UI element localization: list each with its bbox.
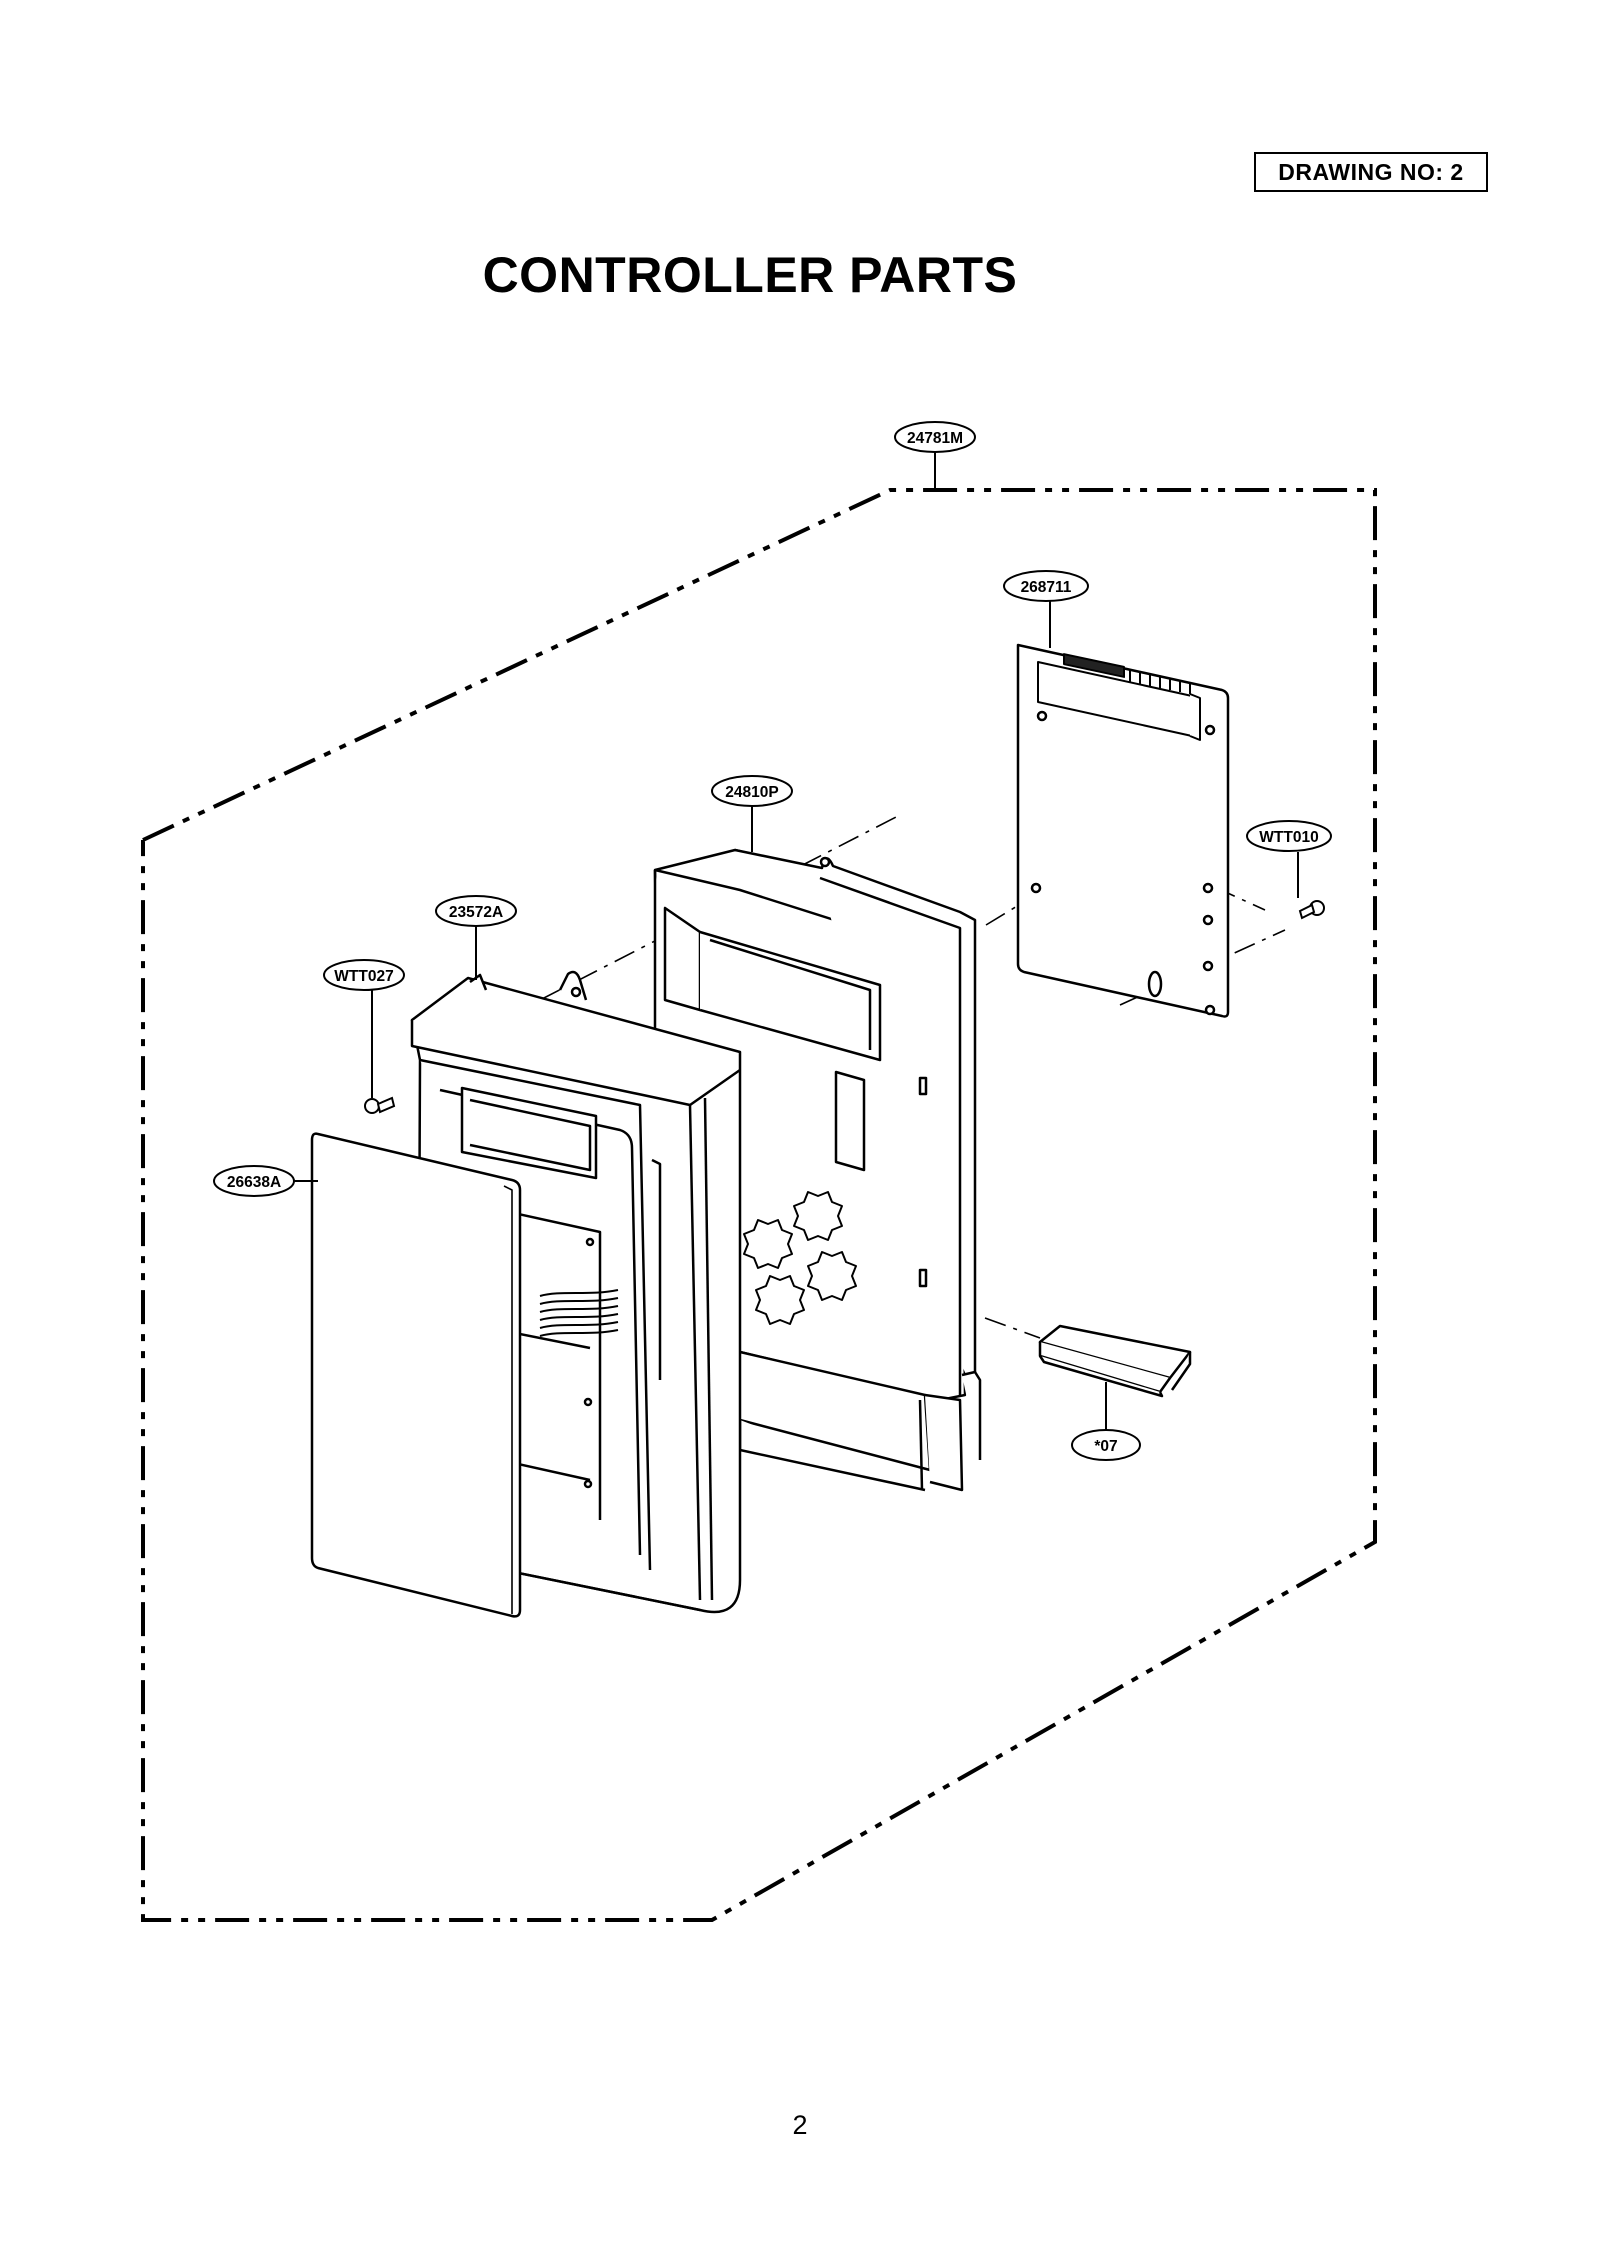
callout-panel-screw: WTT027 [323, 959, 405, 1098]
panel-screw-icon [364, 1096, 396, 1114]
page-number: 2 [792, 2110, 808, 2140]
callout-battery: *07 [1071, 1382, 1141, 1461]
membrane-sheet [310, 1132, 522, 1618]
callout-pcb: 268711 [1003, 570, 1089, 648]
callout-label-frame: 24810P [725, 784, 778, 801]
callout-label-pcb-screw: WTT010 [1259, 829, 1318, 846]
pcb-screw-icon [1298, 900, 1325, 920]
callout-label-panel-screw: WTT027 [334, 968, 393, 985]
callout-label-battery: *07 [1094, 1438, 1117, 1455]
callout-frame: 24810P [711, 775, 793, 852]
page-title: CONTROLLER PARTS [482, 247, 1018, 303]
callout-label-pcb: 268711 [1021, 579, 1072, 596]
callout-pcb-screw: WTT010 [1246, 820, 1332, 898]
callout-label-assembly: 24781M [907, 430, 963, 447]
battery-part [1038, 1324, 1192, 1398]
callout-label-panel: 23572A [449, 904, 503, 921]
callout-membrane: 26638A [213, 1165, 318, 1197]
callout-assembly: 24781M [894, 421, 976, 490]
drawing-number-label: DRAWING NO: 2 [1278, 158, 1464, 185]
pcb-board [1016, 643, 1230, 1018]
callout-label-membrane: 26638A [227, 1174, 281, 1191]
assembly-boundary [141, 488, 1377, 1922]
callout-panel: 23572A [435, 895, 517, 980]
drawing-number-box: DRAWING NO: 2 [1254, 152, 1488, 192]
